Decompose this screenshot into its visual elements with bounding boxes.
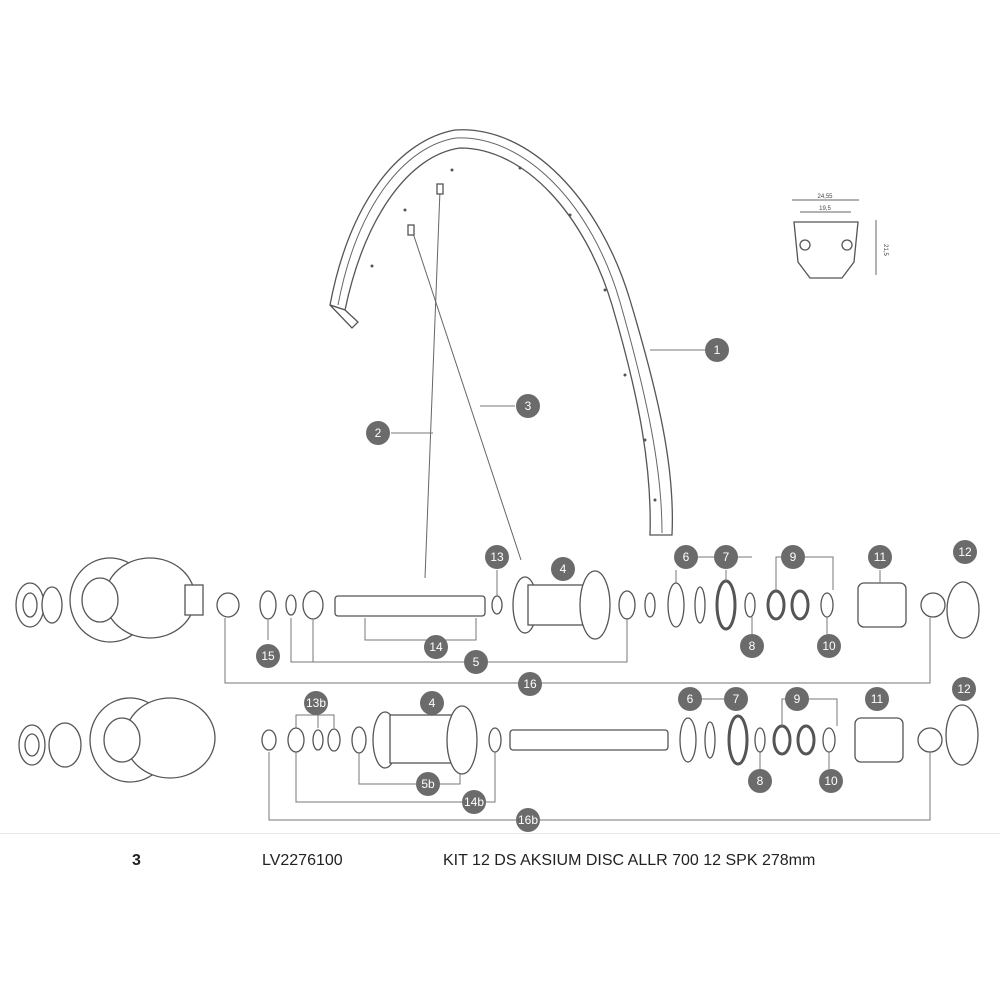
callout-8: 8: [740, 634, 764, 658]
callout-1: 1: [705, 338, 729, 362]
divider: [0, 833, 1000, 834]
callout-9: 9: [781, 545, 805, 569]
callout-13b: 13b: [304, 691, 328, 715]
rim: [329, 129, 674, 536]
svg-text:9: 9: [790, 550, 797, 564]
callout-2: 2: [366, 421, 390, 445]
svg-text:13b: 13b: [306, 696, 326, 710]
callout-9-row2: 9: [785, 687, 809, 711]
part-reference: LV2276100: [262, 852, 343, 869]
svg-text:1: 1: [714, 343, 721, 357]
callout-11: 11: [868, 545, 892, 569]
svg-text:3: 3: [525, 399, 532, 413]
svg-text:5: 5: [473, 655, 480, 669]
callout-5b: 5b: [416, 772, 440, 796]
svg-text:8: 8: [757, 774, 764, 788]
callout-7-row2: 7: [724, 687, 748, 711]
callout-4: 4: [551, 557, 575, 581]
callout-13: 13: [485, 545, 509, 569]
rim-outer-width: 24,55: [817, 194, 833, 200]
svg-text:7: 7: [733, 692, 740, 706]
svg-text:9: 9: [794, 692, 801, 706]
callout-7: 7: [714, 545, 738, 569]
callout-6: 6: [674, 545, 698, 569]
callout-14: 14: [424, 635, 448, 659]
svg-text:10: 10: [822, 639, 836, 653]
svg-text:15: 15: [261, 649, 275, 663]
svg-text:7: 7: [723, 550, 730, 564]
spokes: [407, 183, 522, 579]
svg-text:10: 10: [824, 774, 838, 788]
svg-text:16: 16: [523, 677, 537, 691]
callout-4b-row: 4: [420, 691, 444, 715]
svg-text:6: 6: [687, 692, 694, 706]
callout-10: 10: [817, 634, 841, 658]
callout-16: 16: [518, 672, 542, 696]
svg-text:12: 12: [957, 682, 971, 696]
svg-text:4: 4: [560, 562, 567, 576]
svg-text:2: 2: [375, 426, 382, 440]
hub-assembly-row-2: [18, 697, 979, 821]
callout-16b: 16b: [516, 808, 540, 832]
callouts: 1 2 3 13 4 6 7 9 11 12 15 14 5 8 10 16 1…: [256, 338, 977, 832]
svg-text:6: 6: [683, 550, 690, 564]
part-description: KIT 12 DS AKSIUM DISC ALLR 700 12 SPK 27…: [443, 852, 816, 869]
svg-text:4: 4: [429, 696, 436, 710]
svg-text:14: 14: [429, 640, 443, 654]
part-item-number: 3: [132, 852, 141, 869]
rim-profile-section: 24,55 19,5 21,5: [792, 194, 888, 279]
svg-text:5b: 5b: [421, 777, 435, 791]
svg-text:12: 12: [958, 545, 972, 559]
svg-text:13: 13: [490, 550, 504, 564]
callout-10-row2: 10: [819, 769, 843, 793]
callout-12: 12: [953, 540, 977, 564]
rim-height: 21,5: [882, 244, 888, 256]
svg-text:11: 11: [871, 692, 884, 706]
svg-text:14b: 14b: [464, 795, 484, 809]
hub-assembly-row-1: [15, 349, 980, 684]
svg-text:11: 11: [874, 550, 887, 564]
svg-text:16b: 16b: [518, 813, 538, 827]
rim-inner-width: 19,5: [819, 206, 831, 212]
callout-14b: 14b: [462, 790, 486, 814]
svg-text:8: 8: [749, 639, 756, 653]
callout-3: 3: [516, 394, 540, 418]
callout-8-row2: 8: [748, 769, 772, 793]
callout-5: 5: [464, 650, 488, 674]
callout-6-row2: 6: [678, 687, 702, 711]
callout-15: 15: [256, 644, 280, 668]
callout-11-row2: 11: [865, 687, 889, 711]
callout-12-row2: 12: [952, 677, 976, 701]
